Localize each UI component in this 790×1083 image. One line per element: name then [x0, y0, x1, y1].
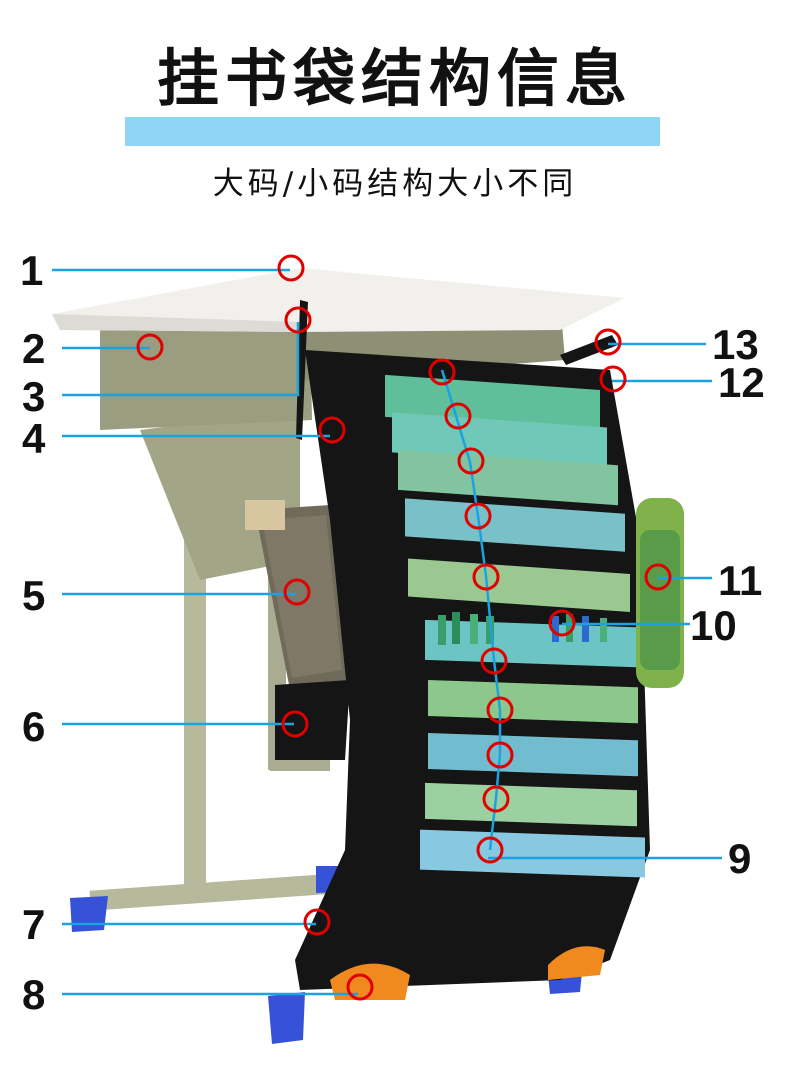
marker-ring-4: [318, 416, 346, 444]
marker-ring-9-10: [476, 836, 504, 864]
callout-number-3: 3: [22, 373, 46, 420]
callout-number-6: 6: [22, 703, 46, 750]
marker-ring-6: [281, 710, 309, 738]
marker-ring-12: [599, 365, 627, 393]
callout-spine-9: [440, 369, 502, 851]
marker-ring-2: [136, 333, 164, 361]
book-stack: [385, 374, 645, 878]
marker-ring-7: [303, 908, 331, 936]
callout-number-1: 1: [20, 247, 44, 294]
hanging-tag: [245, 500, 285, 530]
marker-ring-8: [346, 973, 374, 1001]
marker-ring-3: [284, 306, 312, 334]
page-title: 挂书袋结构信息: [156, 42, 633, 115]
foot-cap-left: [70, 896, 108, 932]
desk-top-edge: [52, 314, 300, 332]
marker-ring-9-3: [457, 447, 485, 475]
marker-ring-9-6: [480, 647, 508, 675]
callout-number-9: 9: [728, 835, 752, 882]
marker-ring-5: [283, 578, 311, 606]
corner-patch-right: [548, 946, 605, 980]
callout-number-12: 12: [718, 359, 765, 406]
callout-number-4: 4: [22, 415, 46, 462]
callout-line-3: [62, 322, 300, 397]
marker-ring-9-8: [486, 741, 514, 769]
callout-number-11: 11: [718, 557, 763, 604]
marker-ring-9-4: [464, 502, 492, 530]
callout-number-13: 13: [712, 321, 759, 368]
marker-ring-9-7: [486, 696, 514, 724]
marker-ring-9-1: [428, 358, 456, 386]
callout-number-7: 7: [22, 901, 46, 948]
marker-ring-13: [594, 328, 622, 356]
callout-number-10: 10: [690, 602, 737, 649]
callout-number-2: 2: [22, 325, 46, 372]
callout-layer: [52, 254, 722, 1001]
page-subtitle: 大码/小码结构大小不同: [212, 166, 578, 202]
mesh-pocket-graphic: [245, 500, 350, 760]
callout-number-8: 8: [22, 971, 46, 1018]
title-accent-bar: [125, 117, 660, 146]
callout-number-5: 5: [22, 572, 46, 619]
marker-ring-9-5: [472, 563, 500, 591]
desk-crossbar: [89, 873, 341, 911]
water-bottle-graphic: [636, 498, 684, 688]
marker-ring-11: [644, 563, 672, 591]
marker-ring-9-2: [444, 402, 472, 430]
desk-bracket: [140, 410, 300, 580]
marker-ring-10: [548, 609, 576, 637]
foot-cap-front: [268, 992, 305, 1044]
marker-ring-1: [277, 254, 305, 282]
marker-ring-9-9: [482, 785, 510, 813]
lower-pocket-graphic: [275, 680, 350, 760]
desk-top: [52, 268, 625, 332]
hanging-bag-graphic: [295, 300, 650, 1000]
desk-drawer-side: [100, 310, 312, 430]
